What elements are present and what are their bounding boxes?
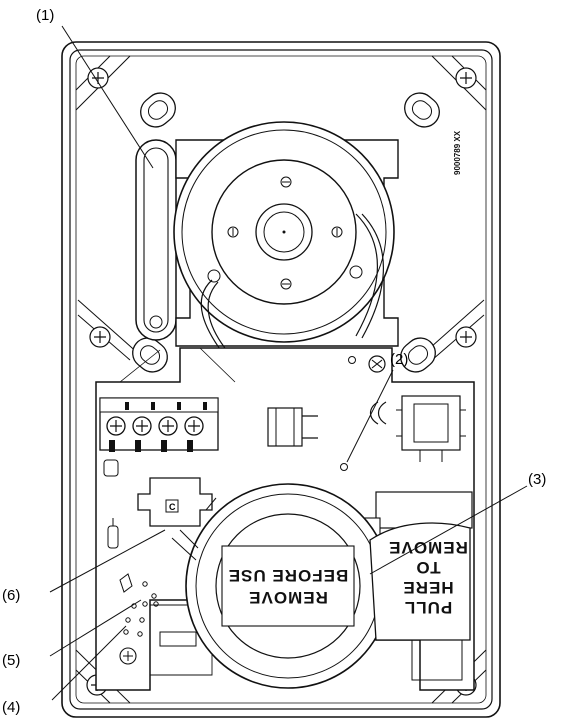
connector: C [137, 477, 217, 527]
tab-text-line4: REMOVE [388, 538, 468, 557]
screw-mid-left [89, 326, 111, 348]
callout-6: (6) [2, 587, 20, 604]
leader-lines [49, 25, 528, 701]
mounting-slot-mid-right [400, 337, 436, 373]
tab-text-line1: PULL [404, 598, 452, 617]
callout-4: (4) [2, 699, 20, 716]
battery-text-line1: REMOVE [248, 588, 328, 607]
test-point [348, 356, 356, 364]
connector-mark: C [169, 502, 176, 512]
resistor [107, 518, 119, 549]
sounder [173, 121, 395, 343]
terminal-block [99, 397, 219, 452]
screw-mid-right [455, 326, 477, 348]
screw-top-right [455, 67, 477, 89]
battery-label: REMOVE BEFORE USE [228, 566, 349, 607]
mounting-slot-top-right [404, 92, 440, 128]
part-number: 9000789 XX [453, 130, 462, 175]
tab-text-line2: HERE [402, 578, 453, 597]
mounting-slot-mid-left [132, 337, 168, 373]
callout-5: (5) [2, 652, 20, 669]
small-pad [103, 459, 119, 477]
screw-top-left [87, 67, 109, 89]
battery-text-line2: BEFORE USE [228, 566, 349, 585]
callout-3: (3) [528, 471, 546, 488]
callout-2: (2) [390, 351, 408, 368]
battery [171, 483, 391, 689]
inductor [267, 407, 318, 447]
long-slot [135, 139, 177, 341]
tab-text-line3: TO [415, 558, 440, 577]
pcb-hole [340, 463, 348, 471]
battery-pull-tab: PULL HERE TO REMOVE [369, 522, 471, 641]
transformer [396, 395, 466, 462]
mounting-slot-top-left [140, 92, 176, 128]
pcb-screw [368, 355, 386, 373]
sounder-wires [200, 213, 384, 353]
callout-1: (1) [36, 7, 54, 24]
